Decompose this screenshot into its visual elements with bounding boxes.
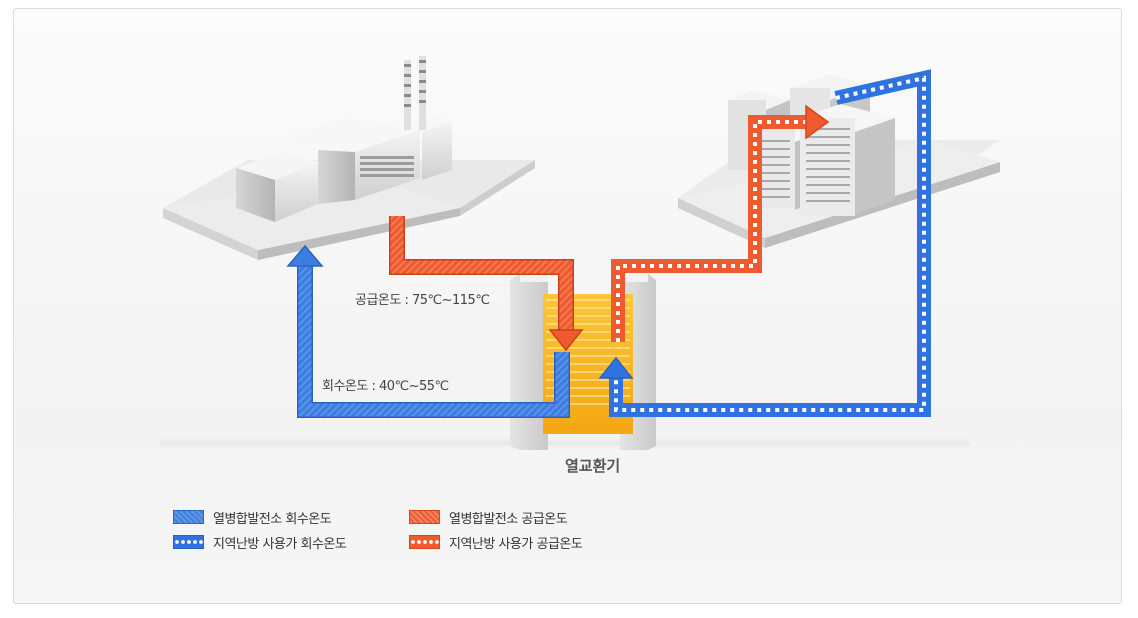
plant-supply-line [389,216,584,352]
supply-temp-label: 공급온도 : 75℃~115℃ [355,293,490,308]
legend-swatch-blue-solid [173,510,204,524]
legend-label: 지역난방 사용가 공급온도 [449,536,583,552]
legend-swatch-red-solid [409,510,440,524]
legend-label: 열병합발전소 회수온도 [213,511,332,527]
legend-swatch-red-dotted [409,535,440,549]
plant-return-line [286,244,570,418]
legend-item-consumer-return: 지역난방 사용가 회수온도 [173,533,347,552]
legend-label: 열병합발전소 공급온도 [449,511,568,527]
consumer-return-line [598,69,931,417]
ground-shadow [160,432,970,454]
legend-item-plant-return: 열병합발전소 회수온도 [173,508,332,527]
legend-item-plant-supply: 열병합발전소 공급온도 [409,508,568,527]
legend-label: 지역난방 사용가 회수온도 [213,536,347,552]
power-plant [163,56,535,260]
heat-exchanger-label: 열교환기 [565,457,621,475]
return-temp-label: 회수온도 : 40℃~55℃ [322,379,449,394]
heat-exchanger [510,274,656,450]
legend-item-consumer-supply: 지역난방 사용가 공급온도 [409,533,583,552]
legend-swatch-blue-dotted [173,535,204,549]
consumer-supply-line [611,104,830,342]
